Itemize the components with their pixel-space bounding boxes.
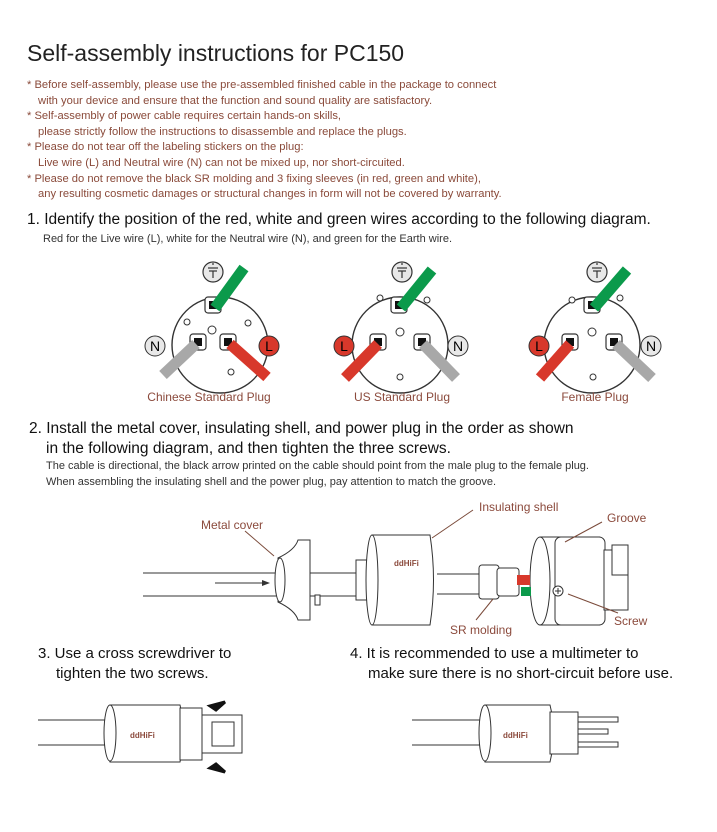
note-text: Live wire (L) and Neutral wire (N) can n… <box>38 156 405 169</box>
page-title: Self-assembly instructions for PC150 <box>27 40 405 66</box>
assembly-diagram: ddHiFi Metal cover Insulating shell Groo… <box>143 500 648 637</box>
earth-icon <box>391 261 413 283</box>
live-label: L <box>265 338 273 354</box>
note-text: * Please do not remove the black SR mold… <box>27 172 481 185</box>
brand-logo: ddHiFi <box>394 559 419 568</box>
live-label: L <box>340 338 348 354</box>
step3-line2: tighten the two screws. <box>56 665 209 682</box>
neutral-wire <box>159 339 200 380</box>
live-wire <box>535 340 575 382</box>
step2-subtext-line1: The cable is directional, the black arro… <box>46 460 589 472</box>
note-1: * Before self-assembly, please use the p… <box>27 78 502 109</box>
note-2: * Self-assembly of power cable requires … <box>27 109 502 140</box>
step1-subtext: Red for the Live wire (L), white for the… <box>43 233 453 245</box>
groove-label: Groove <box>607 511 647 525</box>
step4-line1: 4. It is recommended to use a multimeter… <box>350 645 639 662</box>
female-plug-diagram: L N Female Plug <box>528 261 662 404</box>
brand-logo: ddHiFi <box>130 731 155 740</box>
step2-heading-line1: 2. Install the metal cover, insulating s… <box>29 420 574 437</box>
notes-list: * Before self-assembly, please use the p… <box>27 78 502 203</box>
step2-heading-line2: in the following diagram, and then tight… <box>46 440 451 457</box>
insulating-shell-part <box>355 534 434 626</box>
step1-heading: 1. Identify the position of the red, whi… <box>27 211 651 228</box>
screw-arrow-icon <box>206 762 226 774</box>
us-plug-diagram: L N US Standard Plug <box>333 261 469 404</box>
final-assembly-diagrams: ddHiFi ddHiFi <box>38 700 619 774</box>
note-text: * Please do not tear off the labeling st… <box>27 141 304 154</box>
chinese-plug-diagram: N L Chinese Standard Plug <box>144 261 280 404</box>
screw-arrow-icon <box>206 700 226 712</box>
note-3: * Please do not tear off the labeling st… <box>27 140 502 171</box>
plug-label: Female Plug <box>561 390 628 404</box>
live-wire <box>341 340 382 382</box>
neutral-wire <box>419 340 460 382</box>
sr-molding-part <box>478 564 500 600</box>
male-plug-assembled <box>412 704 619 763</box>
note-4: * Please do not remove the black SR mold… <box>27 172 502 203</box>
step2-subtext-line2: When assembling the insulating shell and… <box>46 476 497 488</box>
plug-label: US Standard Plug <box>354 390 450 404</box>
metal-cover-label: Metal cover <box>201 518 263 532</box>
note-text: any resulting cosmetic damages or struct… <box>38 188 502 201</box>
step3-line1: 3. Use a cross screwdriver to <box>38 645 232 662</box>
note-text: please strictly follow the instructions … <box>38 125 407 138</box>
neutral-label: N <box>646 338 656 354</box>
female-plug-assembled <box>38 704 243 763</box>
note-text: * Self-assembly of power cable requires … <box>27 110 342 123</box>
sr-molding-label: SR molding <box>450 623 512 637</box>
neutral-label: N <box>150 338 160 354</box>
earth-wire <box>210 264 249 312</box>
neutral-wire <box>612 340 656 382</box>
screw-label: Screw <box>614 614 648 628</box>
insulating-shell-label: Insulating shell <box>479 500 558 514</box>
brand-logo: ddHiFi <box>503 731 528 740</box>
live-wire <box>226 339 271 382</box>
metal-cover-part <box>274 539 321 621</box>
power-plug-part <box>529 536 629 626</box>
step4-line2: make sure there is no short-circuit befo… <box>368 665 674 682</box>
neutral-label: N <box>453 338 463 354</box>
plug-label: Chinese Standard Plug <box>147 390 270 404</box>
note-text: with your device and ensure that the fun… <box>38 94 433 107</box>
live-label: L <box>535 338 543 354</box>
earth-icon <box>586 261 608 283</box>
wiring-diagram: N L Chinese Standard Plug L N US Standar… <box>144 261 662 404</box>
earth-icon <box>202 261 224 283</box>
note-text: * Before self-assembly, please use the p… <box>27 79 497 91</box>
earth-wire <box>396 266 437 312</box>
earth-wire <box>589 266 632 312</box>
